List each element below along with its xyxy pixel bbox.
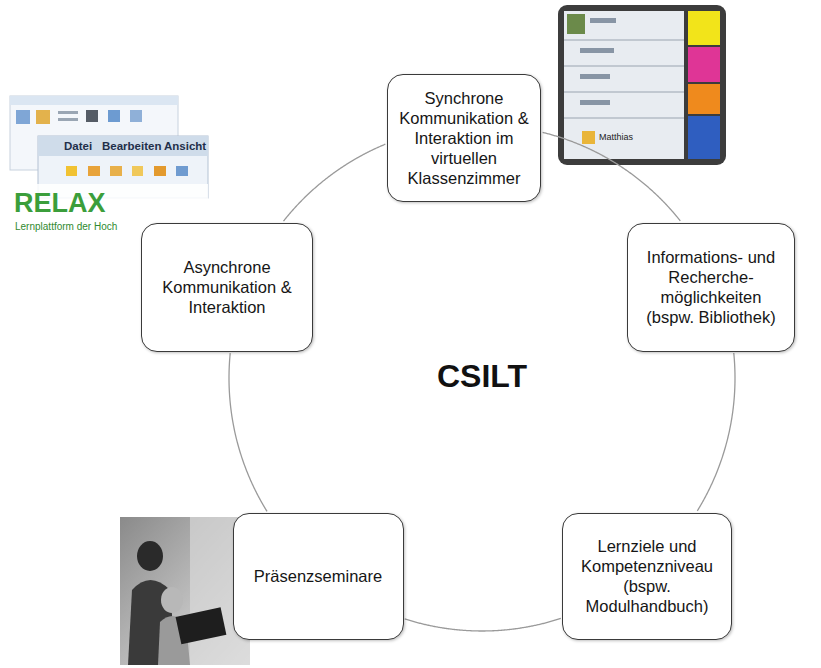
tool-tab xyxy=(688,116,720,159)
tool-tab xyxy=(688,47,720,82)
toolbar-icon xyxy=(88,166,100,176)
center-title: CSILT xyxy=(437,358,527,395)
menu-item: Datei xyxy=(64,140,92,152)
ribbon-icon xyxy=(108,110,120,122)
seminar-photo xyxy=(120,517,250,665)
rounded-box: Präsenzseminare xyxy=(233,513,404,640)
user-name: Matthias xyxy=(599,132,633,142)
box-text: Informations- und Recherche- möglichkeit… xyxy=(638,247,784,328)
row-line xyxy=(564,118,684,119)
laptop xyxy=(176,607,227,644)
box-text: Asynchrone Kommunikation & Interaktion xyxy=(152,257,302,317)
avatar xyxy=(582,131,595,144)
user-list xyxy=(564,11,684,159)
rounded-box: Lernziele und Kompetenzniveau (bspw. Mod… xyxy=(562,513,732,640)
ribbon-item xyxy=(58,111,78,114)
avatar xyxy=(567,14,585,34)
ring-connector xyxy=(543,132,681,221)
row-line xyxy=(564,40,684,41)
toolbar-icon xyxy=(176,166,188,176)
ring-connector xyxy=(697,353,735,511)
menu-item: Bearbeiten xyxy=(102,140,161,152)
classroom-screenshot xyxy=(558,5,726,165)
row-line xyxy=(564,92,684,93)
menu-item: Ansicht xyxy=(164,140,206,152)
panel-frame xyxy=(558,5,726,165)
toolbar-icon xyxy=(110,166,122,176)
toolbar-icon xyxy=(154,166,166,176)
photo-ground xyxy=(120,517,250,665)
ring-connector xyxy=(229,353,267,511)
ring-connector xyxy=(283,144,385,221)
box-text: Präsenzseminare xyxy=(244,566,393,586)
ribbon-icon xyxy=(36,110,50,124)
box-text: Lernziele und Kompetenzniveau (bspw. Mod… xyxy=(573,536,721,617)
person-head xyxy=(137,541,163,571)
toolbar-icon xyxy=(132,166,143,176)
ribbon-item xyxy=(58,118,78,121)
user-row xyxy=(590,18,616,23)
tool-tab xyxy=(688,84,720,114)
ribbon-icon xyxy=(86,110,98,122)
person-head xyxy=(161,587,183,613)
user-row xyxy=(580,74,610,79)
ribbon-tabs xyxy=(10,96,178,105)
ribbon-icon xyxy=(16,110,30,124)
rounded-box: Informations- und Recherche- möglichkeit… xyxy=(627,223,795,352)
rounded-box: Synchrone Kommunikation & Interaktion im… xyxy=(387,74,541,202)
logo-text: RELAX xyxy=(14,188,106,219)
box-text: Synchrone Kommunikation & Interaktion im… xyxy=(398,88,530,189)
tool-tab xyxy=(688,11,720,45)
toolbar-icon xyxy=(66,166,77,176)
user-row xyxy=(580,100,610,105)
rounded-box: Asynchrone Kommunikation & Interaktion xyxy=(141,223,313,352)
ring-connector xyxy=(405,618,561,631)
logo-subtitle: Lernplattform der Hoch xyxy=(15,221,117,232)
user-row xyxy=(580,48,614,53)
ribbon-icon xyxy=(130,110,142,122)
menu-bar xyxy=(38,136,208,156)
row-line xyxy=(564,66,684,67)
